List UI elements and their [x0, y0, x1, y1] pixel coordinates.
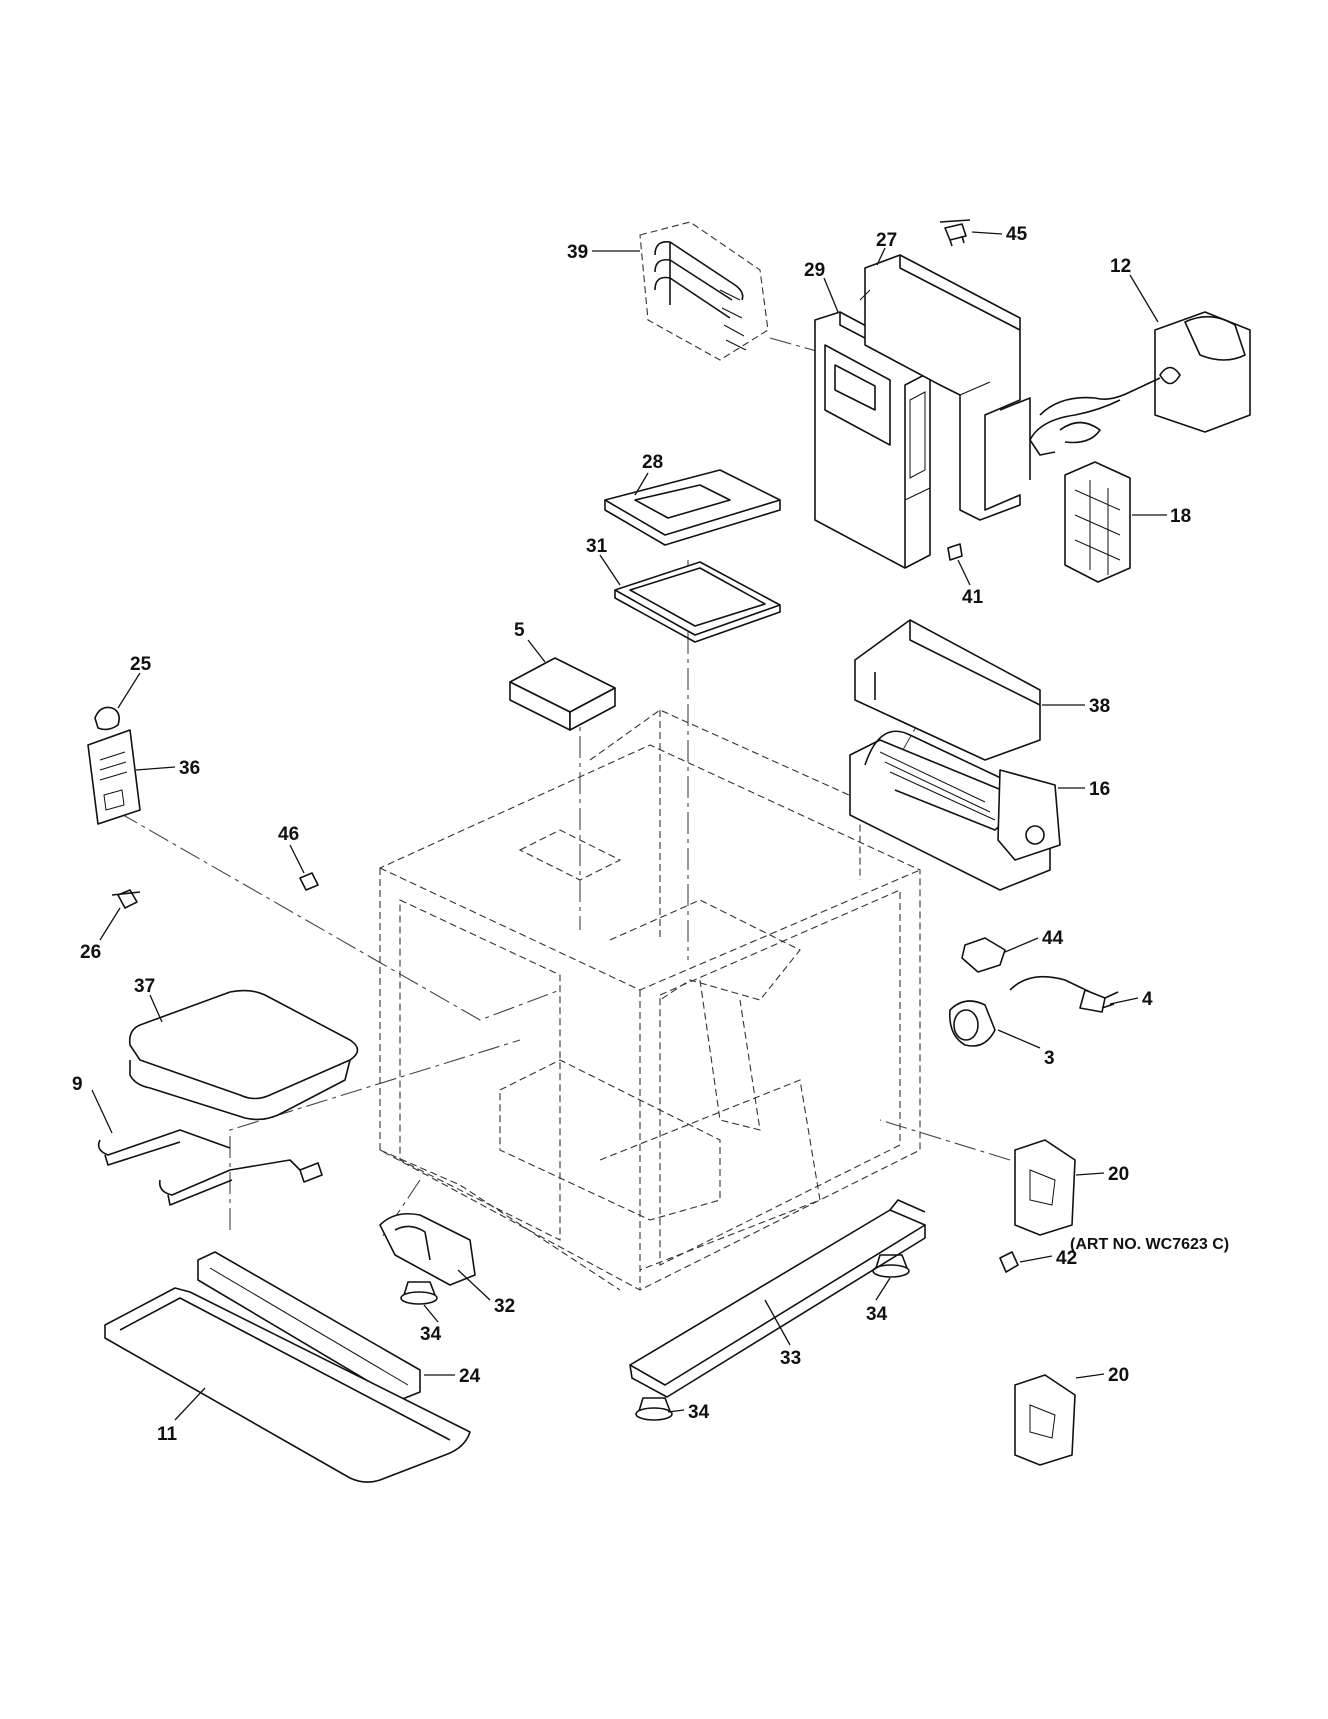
callout-4: 4: [1142, 989, 1153, 1010]
part-33-base-rail[interactable]: [629, 1199, 926, 1398]
part-34-leg-bottom[interactable]: [635, 1397, 673, 1421]
part-41-bracket[interactable]: [947, 543, 963, 561]
callout-39: 39: [567, 242, 588, 263]
callout-24: 24: [459, 1366, 481, 1387]
leader-lines: [91, 231, 1167, 1421]
part-36-side-plate[interactable]: [87, 729, 141, 825]
callout-34-left: 34: [420, 1324, 442, 1345]
part-38-blower-shroud[interactable]: [854, 619, 1041, 761]
callout-12: 12: [1110, 256, 1131, 277]
part-28-cover-plate[interactable]: [604, 469, 781, 546]
part-11-kick-panel[interactable]: [104, 1287, 471, 1483]
callout-9: 9: [72, 1074, 83, 1095]
callout-46: 46: [278, 824, 299, 845]
part-44-sensor[interactable]: [961, 937, 1006, 973]
part-16-cooling-fan[interactable]: [849, 730, 1061, 891]
oven-cavity-frame: [379, 709, 921, 1291]
part-12-convection-fan-motor[interactable]: [1029, 311, 1251, 456]
part-4-power-cord[interactable]: [1009, 975, 1119, 1013]
callout-45: 45: [1006, 224, 1028, 245]
callout-labels: 39 29 27 45 12 18 41 28 31 5 38 16 25 36…: [72, 224, 1191, 1445]
callout-20-lower: 20: [1108, 1365, 1129, 1386]
part-31-frame[interactable]: [614, 561, 781, 643]
callout-36: 36: [179, 758, 200, 779]
callout-32: 32: [494, 1296, 515, 1317]
part-20-door-latch-lower[interactable]: [1014, 1374, 1076, 1466]
part-32-vent-duct[interactable]: [379, 1212, 476, 1286]
callout-20-upper: 20: [1108, 1164, 1129, 1185]
callout-3: 3: [1044, 1048, 1055, 1069]
callout-5: 5: [514, 620, 525, 641]
part-45-thermostat[interactable]: [939, 219, 971, 247]
part-25-knob[interactable]: [94, 706, 120, 731]
callout-42: 42: [1056, 1248, 1077, 1269]
callout-33: 33: [780, 1348, 801, 1369]
part-5-box[interactable]: [509, 657, 616, 731]
callout-28: 28: [642, 452, 663, 473]
art-number: (ART NO. WC7623 C): [1070, 1236, 1230, 1253]
part-42-bracket[interactable]: [999, 1251, 1019, 1273]
callout-38: 38: [1089, 696, 1110, 717]
part-20-door-latch-upper[interactable]: [1014, 1139, 1076, 1236]
part-27-rear-cover[interactable]: [859, 254, 1031, 521]
part-34-leg-right[interactable]: [872, 1254, 910, 1278]
part-24-vent-trim[interactable]: [197, 1251, 421, 1401]
callout-34-bottom: 34: [688, 1402, 710, 1423]
callout-41: 41: [962, 587, 984, 608]
callout-34-right: 34: [866, 1304, 888, 1325]
callout-29: 29: [804, 260, 825, 281]
callout-37: 37: [134, 976, 155, 997]
callout-25: 25: [130, 654, 152, 675]
part-29-housing[interactable]: [814, 311, 931, 569]
callout-11: 11: [157, 1424, 178, 1445]
callout-31: 31: [586, 536, 608, 557]
part-3-lamp-socket[interactable]: [948, 1000, 996, 1047]
part-26-bracket[interactable]: [111, 889, 141, 909]
callout-44: 44: [1042, 928, 1064, 949]
part-34-leg-left[interactable]: [400, 1281, 438, 1305]
callout-18: 18: [1170, 506, 1191, 527]
part-9-bake-element[interactable]: [97, 1129, 323, 1206]
part-37-element-cover[interactable]: [128, 989, 359, 1121]
part-46-clip[interactable]: [299, 872, 319, 891]
part-39-heating-element[interactable]: [639, 221, 769, 361]
callout-26: 26: [80, 942, 101, 963]
callout-27: 27: [876, 230, 897, 251]
callout-16: 16: [1089, 779, 1110, 800]
part-18-control-board[interactable]: [1064, 461, 1131, 583]
